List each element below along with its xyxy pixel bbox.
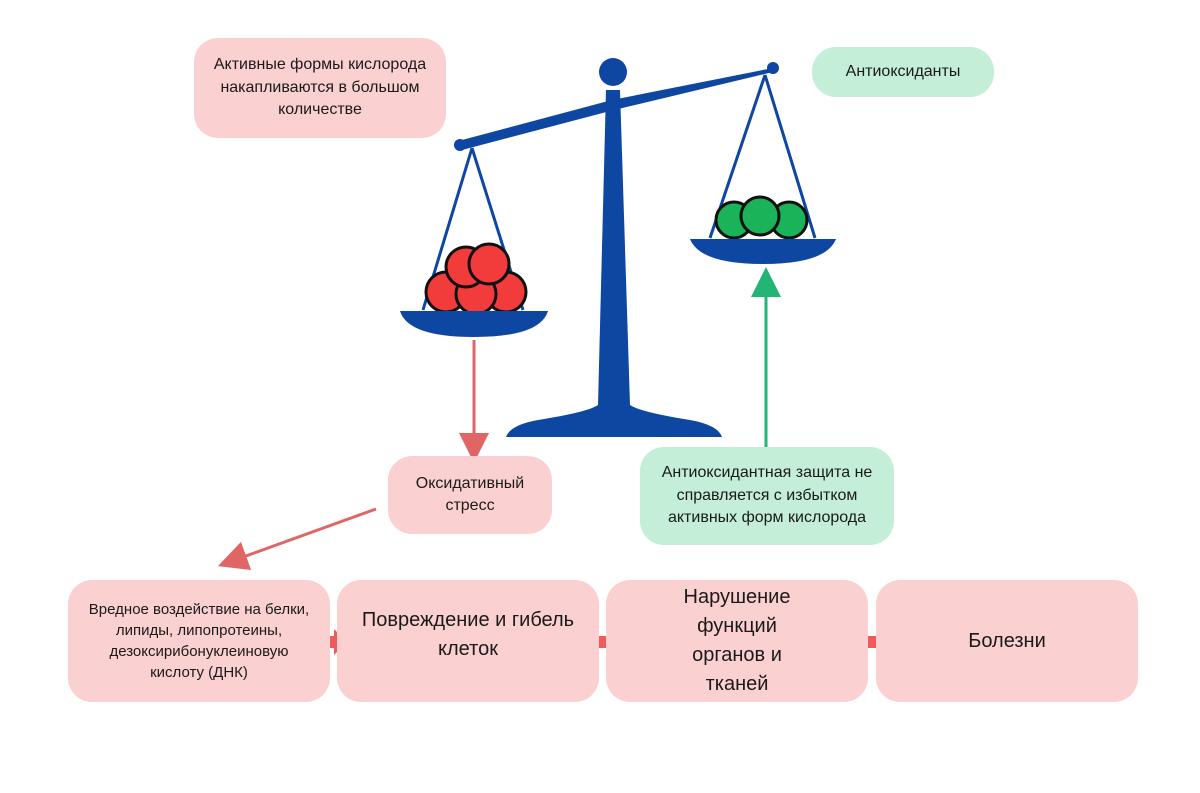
oxidative-stress-box: Оксидативный стресс (388, 456, 552, 534)
antioxidants-label: Антиоксиданты (845, 62, 961, 80)
scale-pillar (506, 90, 722, 437)
oxidative-stress-label: Оксидативный стресс (415, 474, 525, 514)
chain-step-1-label: Вредное воздействие на белки, липиды, ли… (88, 601, 310, 681)
left-pan (400, 311, 548, 337)
ros-balls (424, 242, 528, 316)
scale-beam (462, 68, 773, 150)
chain-step-3-label: Нарушение функций органов и тканей (683, 586, 791, 695)
chain-step-2-label: Повреждение и гибель клеток (361, 609, 575, 660)
chain-step-4: Болезни (876, 580, 1138, 702)
beam-left-end (454, 139, 466, 151)
antioxidant-balls (714, 195, 809, 240)
antioxidant-defense-label: Антиоксидантная защита не справляется с … (661, 464, 873, 527)
right-pan (690, 239, 836, 264)
chain-step-2: Повреждение и гибель клеток (337, 580, 599, 702)
chain-step-1: Вредное воздействие на белки, липиды, ли… (68, 580, 330, 702)
arrow-stress-to-chain (217, 507, 377, 571)
antioxidants-box: Антиоксиданты (812, 47, 994, 97)
chain-step-4-label: Болезни (968, 629, 1046, 652)
ros-accumulate-box: Активные формы кислорода накапливаются в… (194, 38, 446, 138)
ros-accumulate-label: Активные формы кислорода накапливаются в… (213, 56, 427, 119)
chain-step-3: Нарушение функций органов и тканей (606, 580, 868, 702)
antioxidant-defense-box: Антиоксидантная защита не справляется с … (640, 447, 894, 545)
balance-scale (421, 58, 817, 437)
beam-right-end (767, 62, 779, 74)
scale-top-knob (599, 58, 627, 86)
